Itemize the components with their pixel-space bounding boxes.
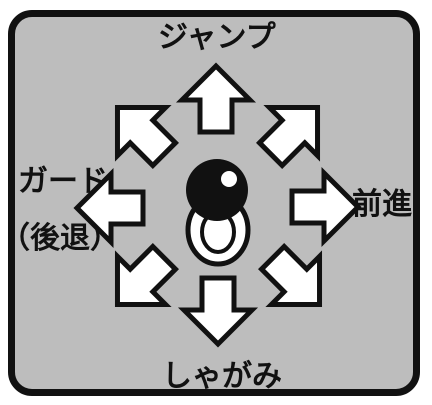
label-jump: ジャンプ xyxy=(158,20,276,55)
arrow-right-icon xyxy=(292,173,358,241)
arrow-up-icon xyxy=(182,66,250,132)
arrow-down-icon xyxy=(184,278,252,344)
arrow-up-right-icon xyxy=(247,83,342,178)
joystick-ball-icon xyxy=(186,159,248,221)
arrow-down-right-icon xyxy=(249,234,344,329)
label-forward: 前進 xyxy=(352,187,412,222)
label-backward: （後退） xyxy=(0,221,120,256)
label-crouch: しゃがみ xyxy=(162,359,282,394)
label-guard: ガード xyxy=(18,164,108,199)
